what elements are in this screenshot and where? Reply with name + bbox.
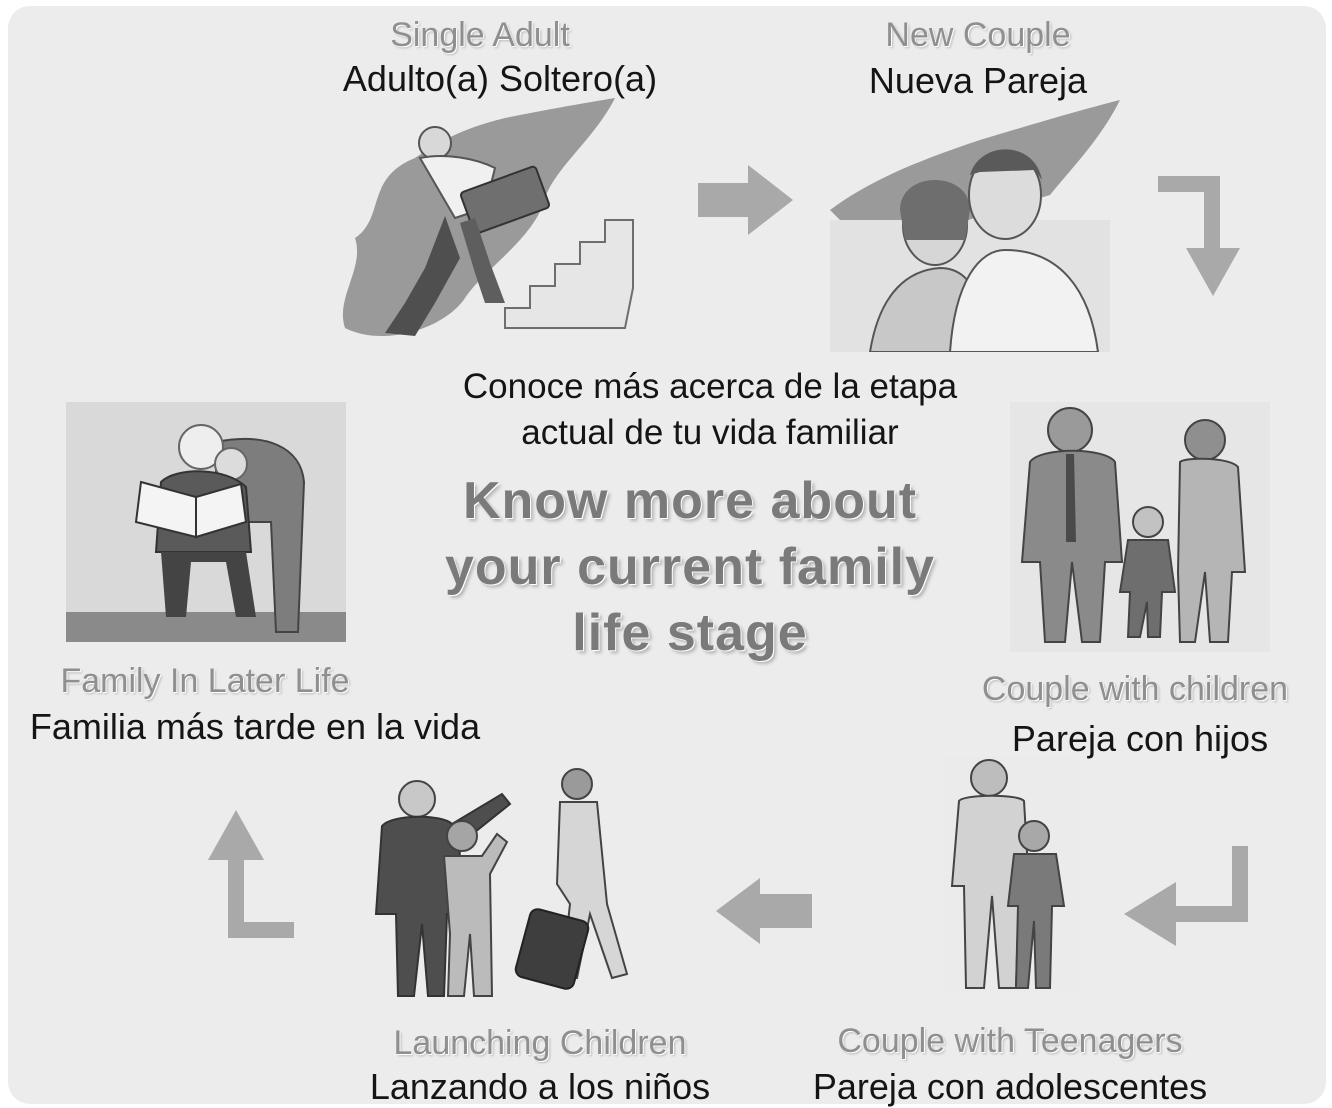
single-adult-illustration xyxy=(342,98,634,337)
arrow-turn-up-icon xyxy=(208,810,294,938)
launching-children-label-es: Lanzando a los niños xyxy=(369,1066,711,1107)
center-english-line-1: Know more about xyxy=(462,472,918,530)
arrow-right-icon xyxy=(698,165,793,235)
center-spanish-line-1: Conoce más acerca de la etapa xyxy=(462,367,958,406)
couple-teenagers-illustration xyxy=(944,756,1078,994)
new-couple-label-es: Nueva Pareja xyxy=(868,60,1088,101)
single-adult-label-en: Single Adult xyxy=(390,16,570,54)
launching-children-label-en: Launching Children xyxy=(393,1024,687,1062)
later-life-illustration xyxy=(66,402,346,642)
arrow-turn-left-icon xyxy=(1124,846,1248,946)
new-couple-label-en: New Couple xyxy=(885,16,1071,54)
arrow-left-icon xyxy=(716,878,812,944)
new-couple-illustration xyxy=(830,100,1120,352)
couple-children-illustration xyxy=(1010,402,1270,652)
launching-children-illustration xyxy=(362,764,712,1004)
couple-teenagers-label-en: Couple with Teenagers xyxy=(837,1022,1183,1060)
couple-teenagers-label-es: Pareja con adolescentes xyxy=(812,1066,1208,1107)
couple-children-label-es: Pareja con hijos xyxy=(1011,718,1269,759)
arrow-turn-down-icon xyxy=(1158,176,1240,296)
single-adult-label-es: Adulto(a) Soltero(a) xyxy=(342,58,658,99)
center-english-line-2: your current family xyxy=(444,538,936,596)
center-english-line-3: life stage xyxy=(572,604,808,662)
later-life-label-es: Familia más tarde en la vida xyxy=(29,706,481,747)
center-spanish-line-2: actual de tu vida familiar xyxy=(521,413,899,452)
later-life-label-en: Family In Later Life xyxy=(60,662,350,700)
couple-children-label-en: Couple with children xyxy=(981,670,1289,708)
